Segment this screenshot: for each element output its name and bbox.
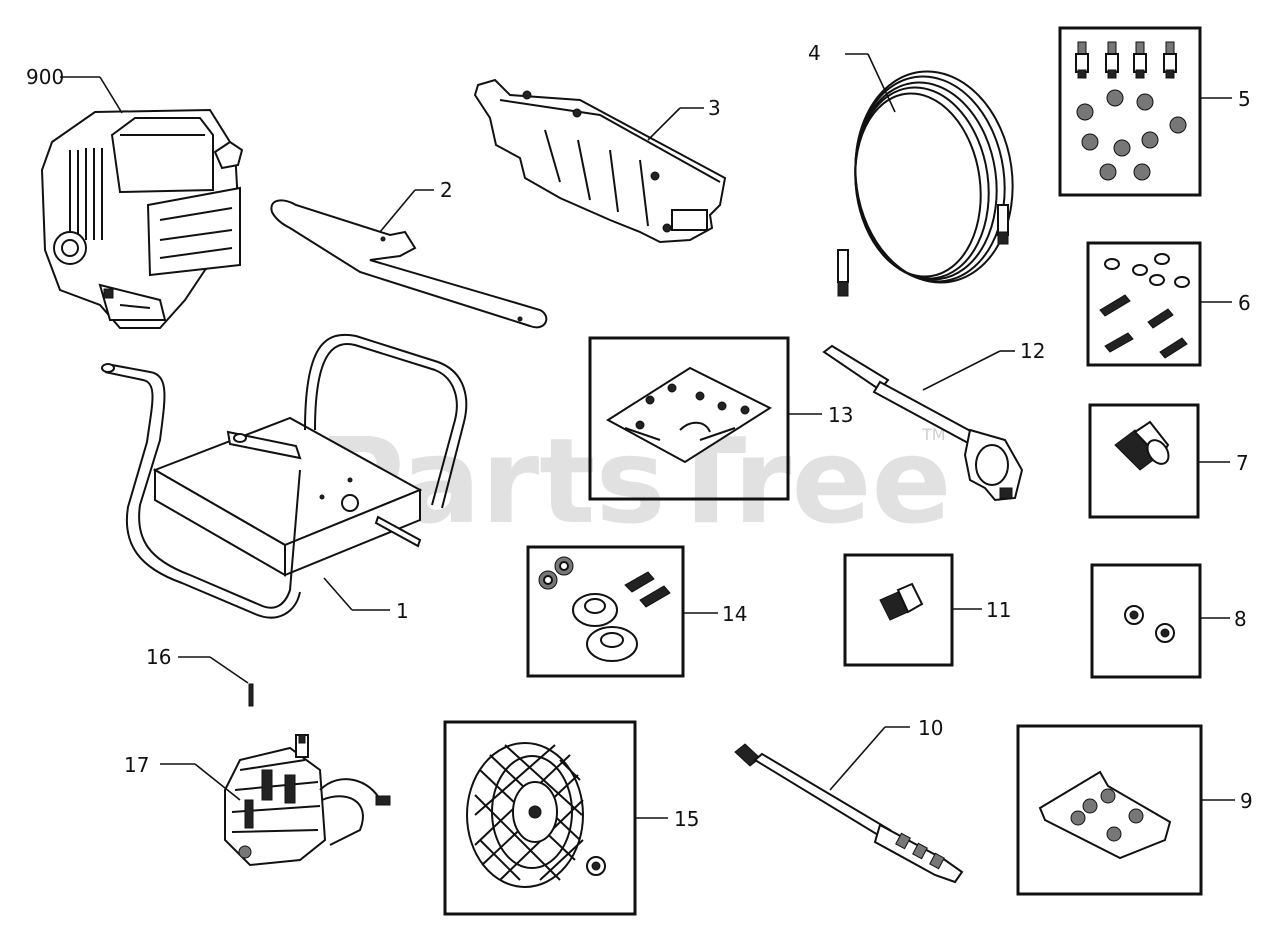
nozzle-kit-icon[interactable] (1016, 724, 1235, 896)
label-9[interactable]: 9 (1240, 789, 1253, 813)
pin-icon[interactable] (178, 656, 254, 707)
label-11[interactable]: 11 (986, 598, 1011, 622)
hardware-kit-6[interactable] (1086, 241, 1232, 367)
washer-icon (1104, 253, 1190, 288)
adapter-icon[interactable] (843, 553, 982, 667)
label-4[interactable]: 4 (808, 41, 821, 65)
wheel-icon[interactable] (443, 720, 668, 916)
frame-icon[interactable] (101, 333, 468, 619)
label-16[interactable]: 16 (146, 645, 171, 669)
engine-icon[interactable] (40, 76, 244, 329)
leader-900-diag (99, 76, 123, 114)
cap-icon[interactable] (1090, 563, 1230, 679)
coupler-icon[interactable] (1088, 403, 1230, 519)
leader-16 (209, 656, 249, 684)
shroud-icon[interactable] (473, 78, 727, 244)
label-5[interactable]: 5 (1238, 87, 1251, 111)
label-3[interactable]: 3 (708, 96, 721, 120)
hose-icon[interactable] (837, 53, 1026, 297)
label-10[interactable]: 10 (918, 716, 943, 740)
bolt-icon (1099, 294, 1188, 359)
pump-icon[interactable] (160, 734, 391, 867)
nozzle-icon (1070, 788, 1144, 842)
screw-icon (1075, 41, 1177, 79)
label-2[interactable]: 2 (440, 178, 453, 202)
leader-1 (323, 577, 353, 611)
leader-17 (194, 763, 241, 801)
label-17[interactable]: 17 (124, 753, 149, 777)
wheel-hardware-icon[interactable] (526, 545, 718, 678)
decal-icon[interactable] (588, 336, 822, 501)
label-15[interactable]: 15 (674, 807, 699, 831)
hardware-kit-5[interactable] (1058, 26, 1232, 197)
nut-icon (1076, 89, 1187, 181)
leader-3 (647, 107, 681, 141)
label-1[interactable]: 1 (396, 599, 409, 623)
label-7[interactable]: 7 (1236, 451, 1249, 475)
leader-12 (922, 350, 1001, 391)
label-6[interactable]: 6 (1238, 291, 1251, 315)
watermark-tm: TM (921, 425, 946, 444)
spray-gun-icon[interactable] (822, 344, 1024, 502)
lance-icon[interactable] (734, 726, 964, 884)
handle-icon[interactable] (270, 189, 548, 329)
leader-2 (379, 189, 416, 233)
leader-10 (829, 726, 886, 791)
label-900[interactable]: 900 (26, 65, 64, 89)
label-13[interactable]: 13 (828, 403, 853, 427)
label-8[interactable]: 8 (1234, 607, 1247, 631)
label-12[interactable]: 12 (1020, 339, 1045, 363)
label-14[interactable]: 14 (722, 602, 747, 626)
leader-4 (867, 53, 896, 113)
